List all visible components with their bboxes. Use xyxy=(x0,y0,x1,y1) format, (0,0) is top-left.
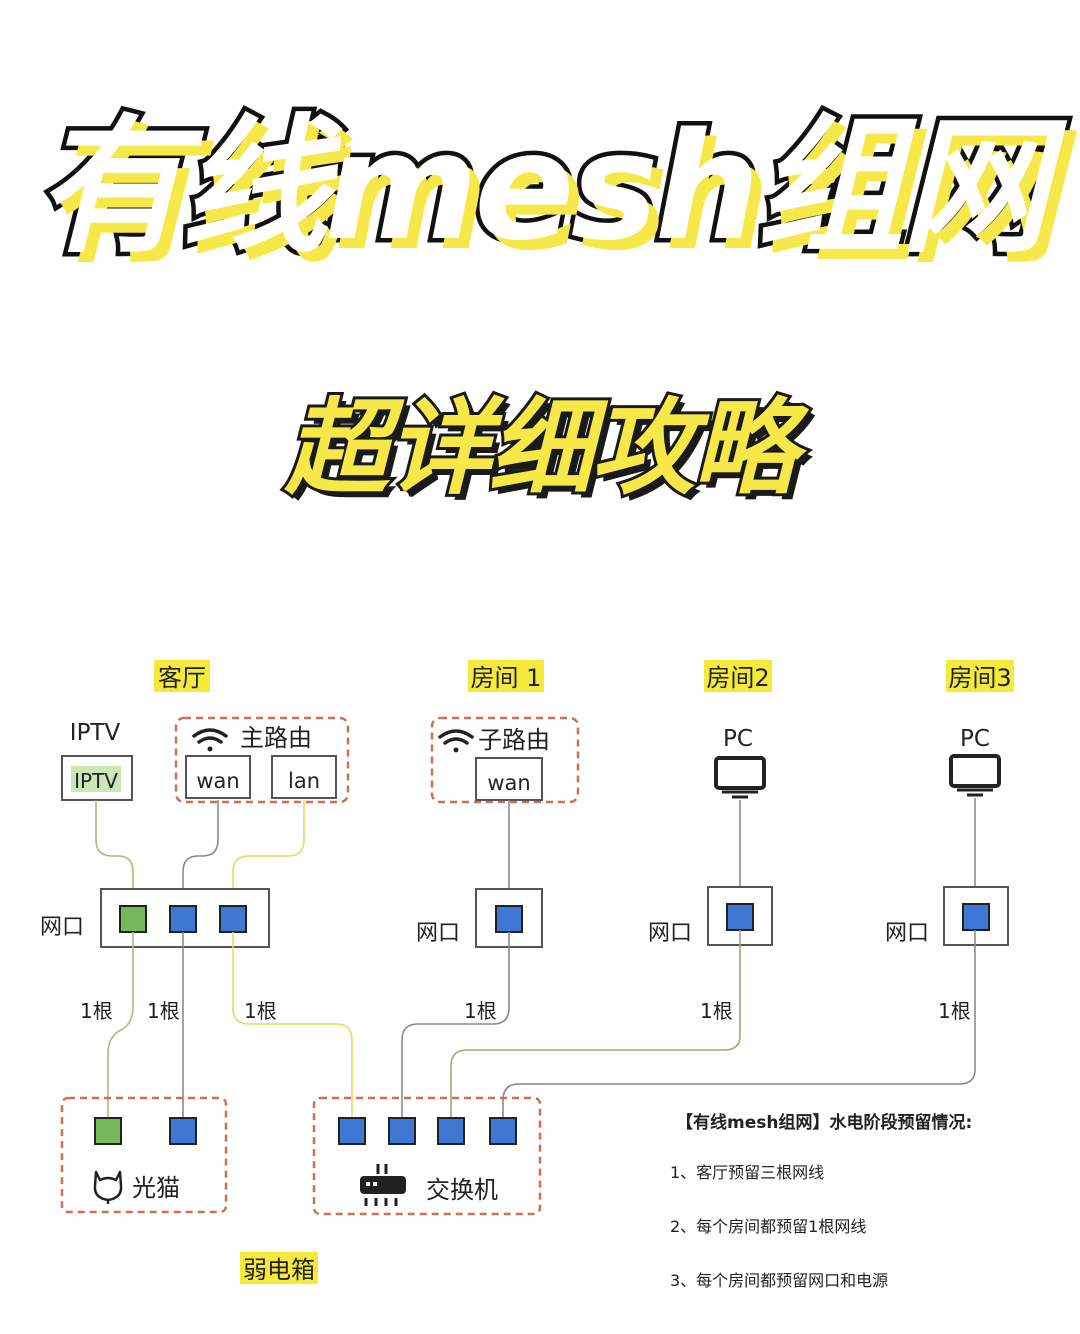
monitor-icon xyxy=(949,754,1001,797)
zone-highlight-living xyxy=(154,660,210,692)
iptv-screen xyxy=(71,766,121,792)
monitor-icon xyxy=(714,756,766,799)
zone-highlight-room1 xyxy=(468,660,544,692)
zone-room2: 房间2 xyxy=(706,664,769,692)
pc-room3-label: PC xyxy=(960,726,990,752)
sub-router-group xyxy=(430,716,580,804)
zone-living-room: 客厅 xyxy=(158,664,206,692)
switch-port-blue xyxy=(388,1117,416,1145)
switch-icon xyxy=(360,1164,406,1206)
switch-port-blue xyxy=(437,1117,465,1145)
sub-router-wan-label: wan xyxy=(487,771,530,795)
cable-count: 1根 xyxy=(700,999,733,1023)
iptv-label: IPTV xyxy=(70,720,121,746)
port-green xyxy=(119,905,147,933)
zone-highlight-room3 xyxy=(946,660,1014,692)
zone-highlight-weakbox xyxy=(240,1252,318,1284)
notes-item: 3、每个房间都预留网口和电源 xyxy=(670,1271,889,1290)
notes-item: 1、客厅预留三根网线 xyxy=(670,1163,825,1182)
modem-port-green xyxy=(94,1117,122,1145)
notes-item: 2、每个房间都预留1根网线 xyxy=(670,1217,867,1236)
port-blue xyxy=(169,905,197,933)
cat-modem-icon xyxy=(93,1170,123,1204)
port-label-living: 网口 xyxy=(40,915,84,940)
main-router-lan-label: lan xyxy=(288,769,320,793)
sub-router-label: 子路由 xyxy=(478,726,550,754)
page-subtitle: 超详细攻略 xyxy=(282,384,800,512)
pc-room2-label: PC xyxy=(723,726,753,752)
zone-highlight-room2 xyxy=(704,660,772,692)
cable-count: 1根 xyxy=(147,999,180,1023)
reservation-notes: 【有线mesh组网】水电阶段预留情况: 1、客厅预留三根网线 2、每个房间都预留… xyxy=(670,1108,1070,1321)
modem-label: 光猫 xyxy=(132,1174,180,1202)
iptv-box-label: IPTV xyxy=(74,769,118,793)
main-router-label: 主路由 xyxy=(240,724,312,752)
modem-group xyxy=(60,1096,228,1214)
cable-count: 1根 xyxy=(938,999,971,1023)
notes-heading: 【有线mesh组网】水电阶段预留情况: xyxy=(676,1113,973,1133)
zone-room1: 房间 1 xyxy=(471,664,542,692)
port-blue xyxy=(962,903,990,931)
switch-port-blue xyxy=(338,1117,366,1145)
sub-router-wan-port xyxy=(475,757,543,801)
port-label-room1: 网口 xyxy=(416,921,460,946)
main-router-wan-port xyxy=(185,755,251,799)
cable-count: 1根 xyxy=(244,999,277,1023)
port-label-room2: 网口 xyxy=(648,921,692,946)
main-router-lan-port xyxy=(271,755,337,799)
port-label-room3: 网口 xyxy=(885,921,929,946)
port-blue xyxy=(495,905,523,933)
wifi-icon xyxy=(438,729,474,753)
zone-weak-box: 弱电箱 xyxy=(243,1256,315,1284)
main-router-group xyxy=(174,716,350,804)
cable-count: 1根 xyxy=(464,999,497,1023)
port-blue xyxy=(219,905,247,933)
page-title: 有线mesh组网 xyxy=(31,97,1052,278)
wifi-icon xyxy=(192,728,228,752)
cable-count: 1根 xyxy=(80,999,113,1023)
switch-port-blue xyxy=(489,1117,517,1145)
main-router-wan-label: wan xyxy=(196,769,239,793)
zone-room3: 房间3 xyxy=(948,664,1011,692)
switch-label: 交换机 xyxy=(426,1176,498,1204)
port-blue xyxy=(726,903,754,931)
modem-port-blue xyxy=(169,1117,197,1145)
